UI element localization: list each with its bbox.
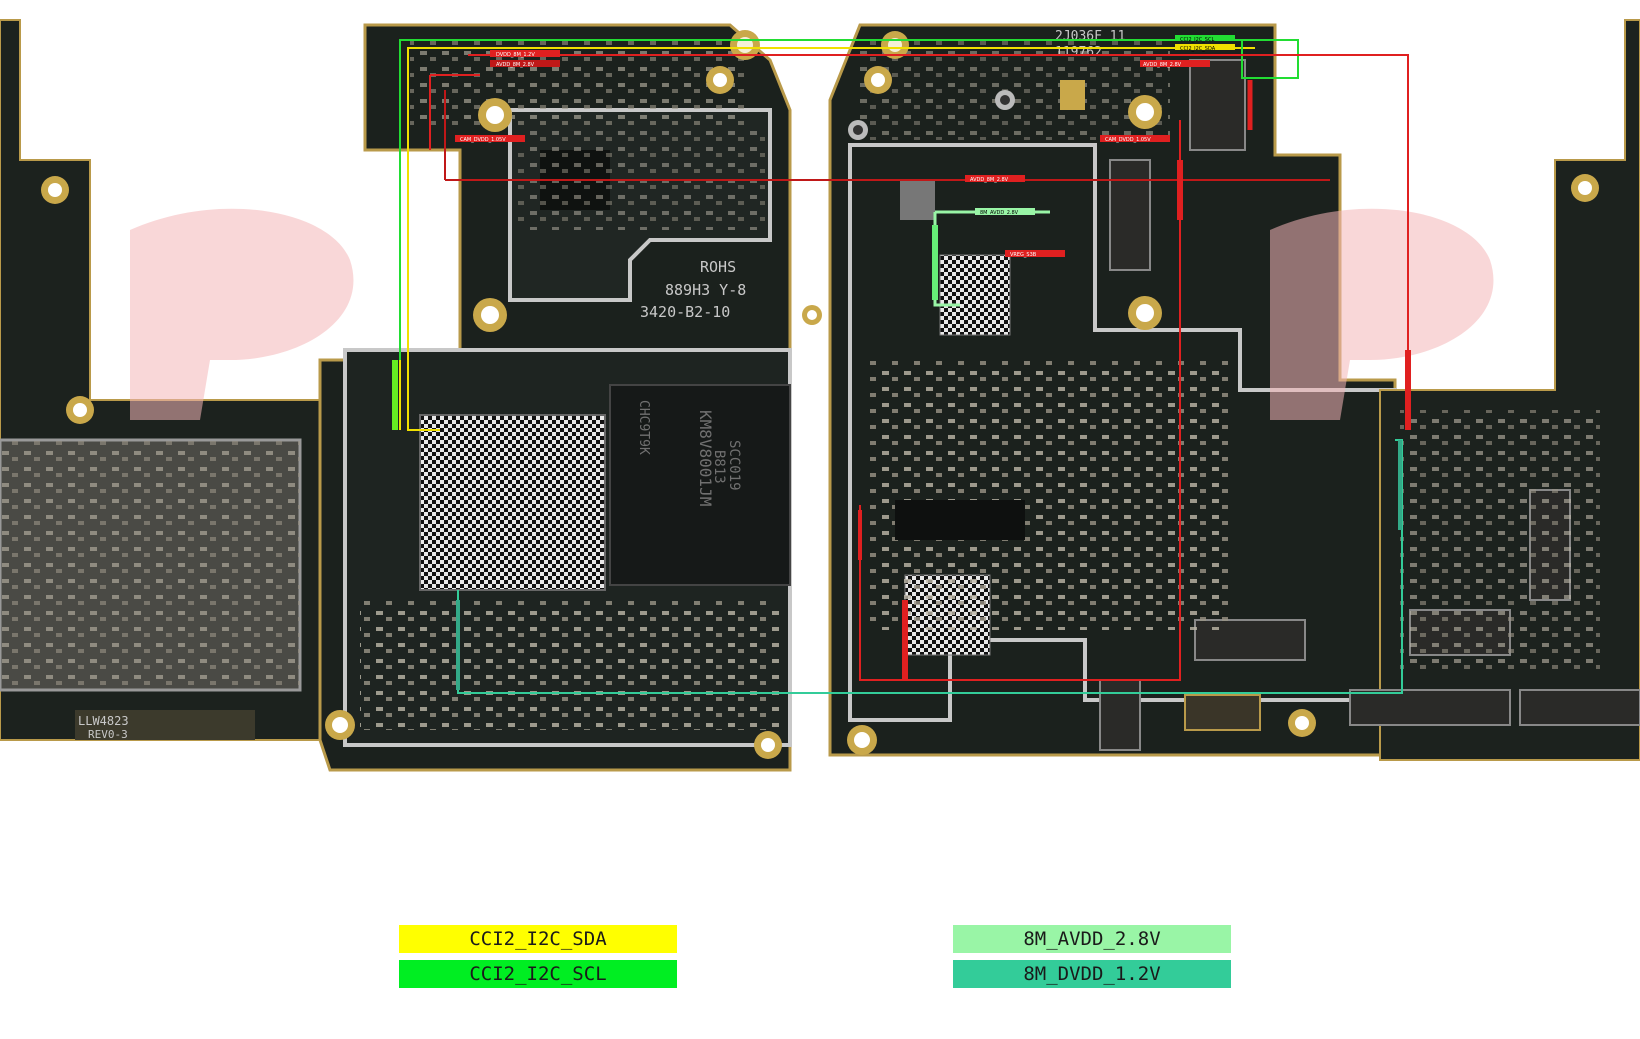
legend-label-scl: CCI2_I2C_SCL: [469, 963, 607, 985]
net-label-vreg-s3: VREG_S3B: [1010, 252, 1037, 258]
bottom-code-2: REV0-3: [88, 728, 128, 741]
net-label-avdd-mid: AVDD_8M_2.8V: [970, 177, 1009, 183]
legend-label-sda: CCI2_I2C_SDA: [469, 928, 607, 950]
legend-label-dvdd: 8M_DVDD_1.2V: [1023, 963, 1161, 985]
net-label-scl-small: CCI2_I2C_SCL: [1180, 37, 1214, 43]
net-label-dvdd-8m: DVDD_8M_1.2V: [496, 52, 535, 58]
net-label-cam-dvdd-right: CAM_DVDD_1.05V: [1105, 137, 1151, 143]
legend-8m-dvdd: 8M_DVDD_1.2V: [953, 960, 1231, 988]
mem-marking-4: CHC9T9K: [636, 400, 651, 455]
left-partial-board: [0, 19, 321, 741]
mem-marking-1: KM8V8001JM: [696, 410, 715, 506]
net-label-cam-dvdd-left: CAM_DVDD_1.05V: [460, 137, 506, 143]
legend-cci2-i2c-sda: CCI2_I2C_SDA: [399, 925, 677, 953]
legend-8m-avdd: 8M_AVDD_2.8V: [953, 925, 1231, 953]
net-labels: DVDD_8M_1.2V AVDD_8M_2.8V CAM_DVDD_1.05V…: [460, 37, 1216, 258]
net-label-avdd-8m: AVDD_8M_2.8V: [496, 62, 535, 68]
watermark: [130, 208, 1494, 420]
net-label-sda-small: CCI2_I2C_SDA: [1180, 46, 1216, 52]
legend-cci2-i2c-scl: CCI2_I2C_SCL: [399, 960, 677, 988]
net-label-8m-avdd: 8M_AVDD_2.8V: [980, 210, 1019, 216]
part-marking: 3420-B2-10: [640, 303, 730, 321]
net-label-avdd-right: AVDD_8M_2.8V: [1143, 62, 1182, 68]
bottom-code: LLW4823: [78, 714, 129, 728]
pcb-diagram: ROHS 889H3 Y-8 3420-B2-10 KM8V8001JM B81…: [0, 19, 1640, 772]
lot-marking: 2J036F 11: [1055, 29, 1125, 44]
rohs-marking: ROHS: [700, 258, 736, 276]
mem-marking-2: B813: [711, 450, 727, 484]
mem-marking-3: SCC019: [726, 440, 742, 491]
right-partial-board: [1349, 19, 1640, 761]
legend-label-avdd: 8M_AVDD_2.8V: [1023, 928, 1161, 950]
trace-layer: [392, 35, 1411, 694]
date-marking: 889H3 Y-8: [665, 281, 746, 299]
main-board-right: 2J036F 11 119762: [828, 23, 1397, 757]
